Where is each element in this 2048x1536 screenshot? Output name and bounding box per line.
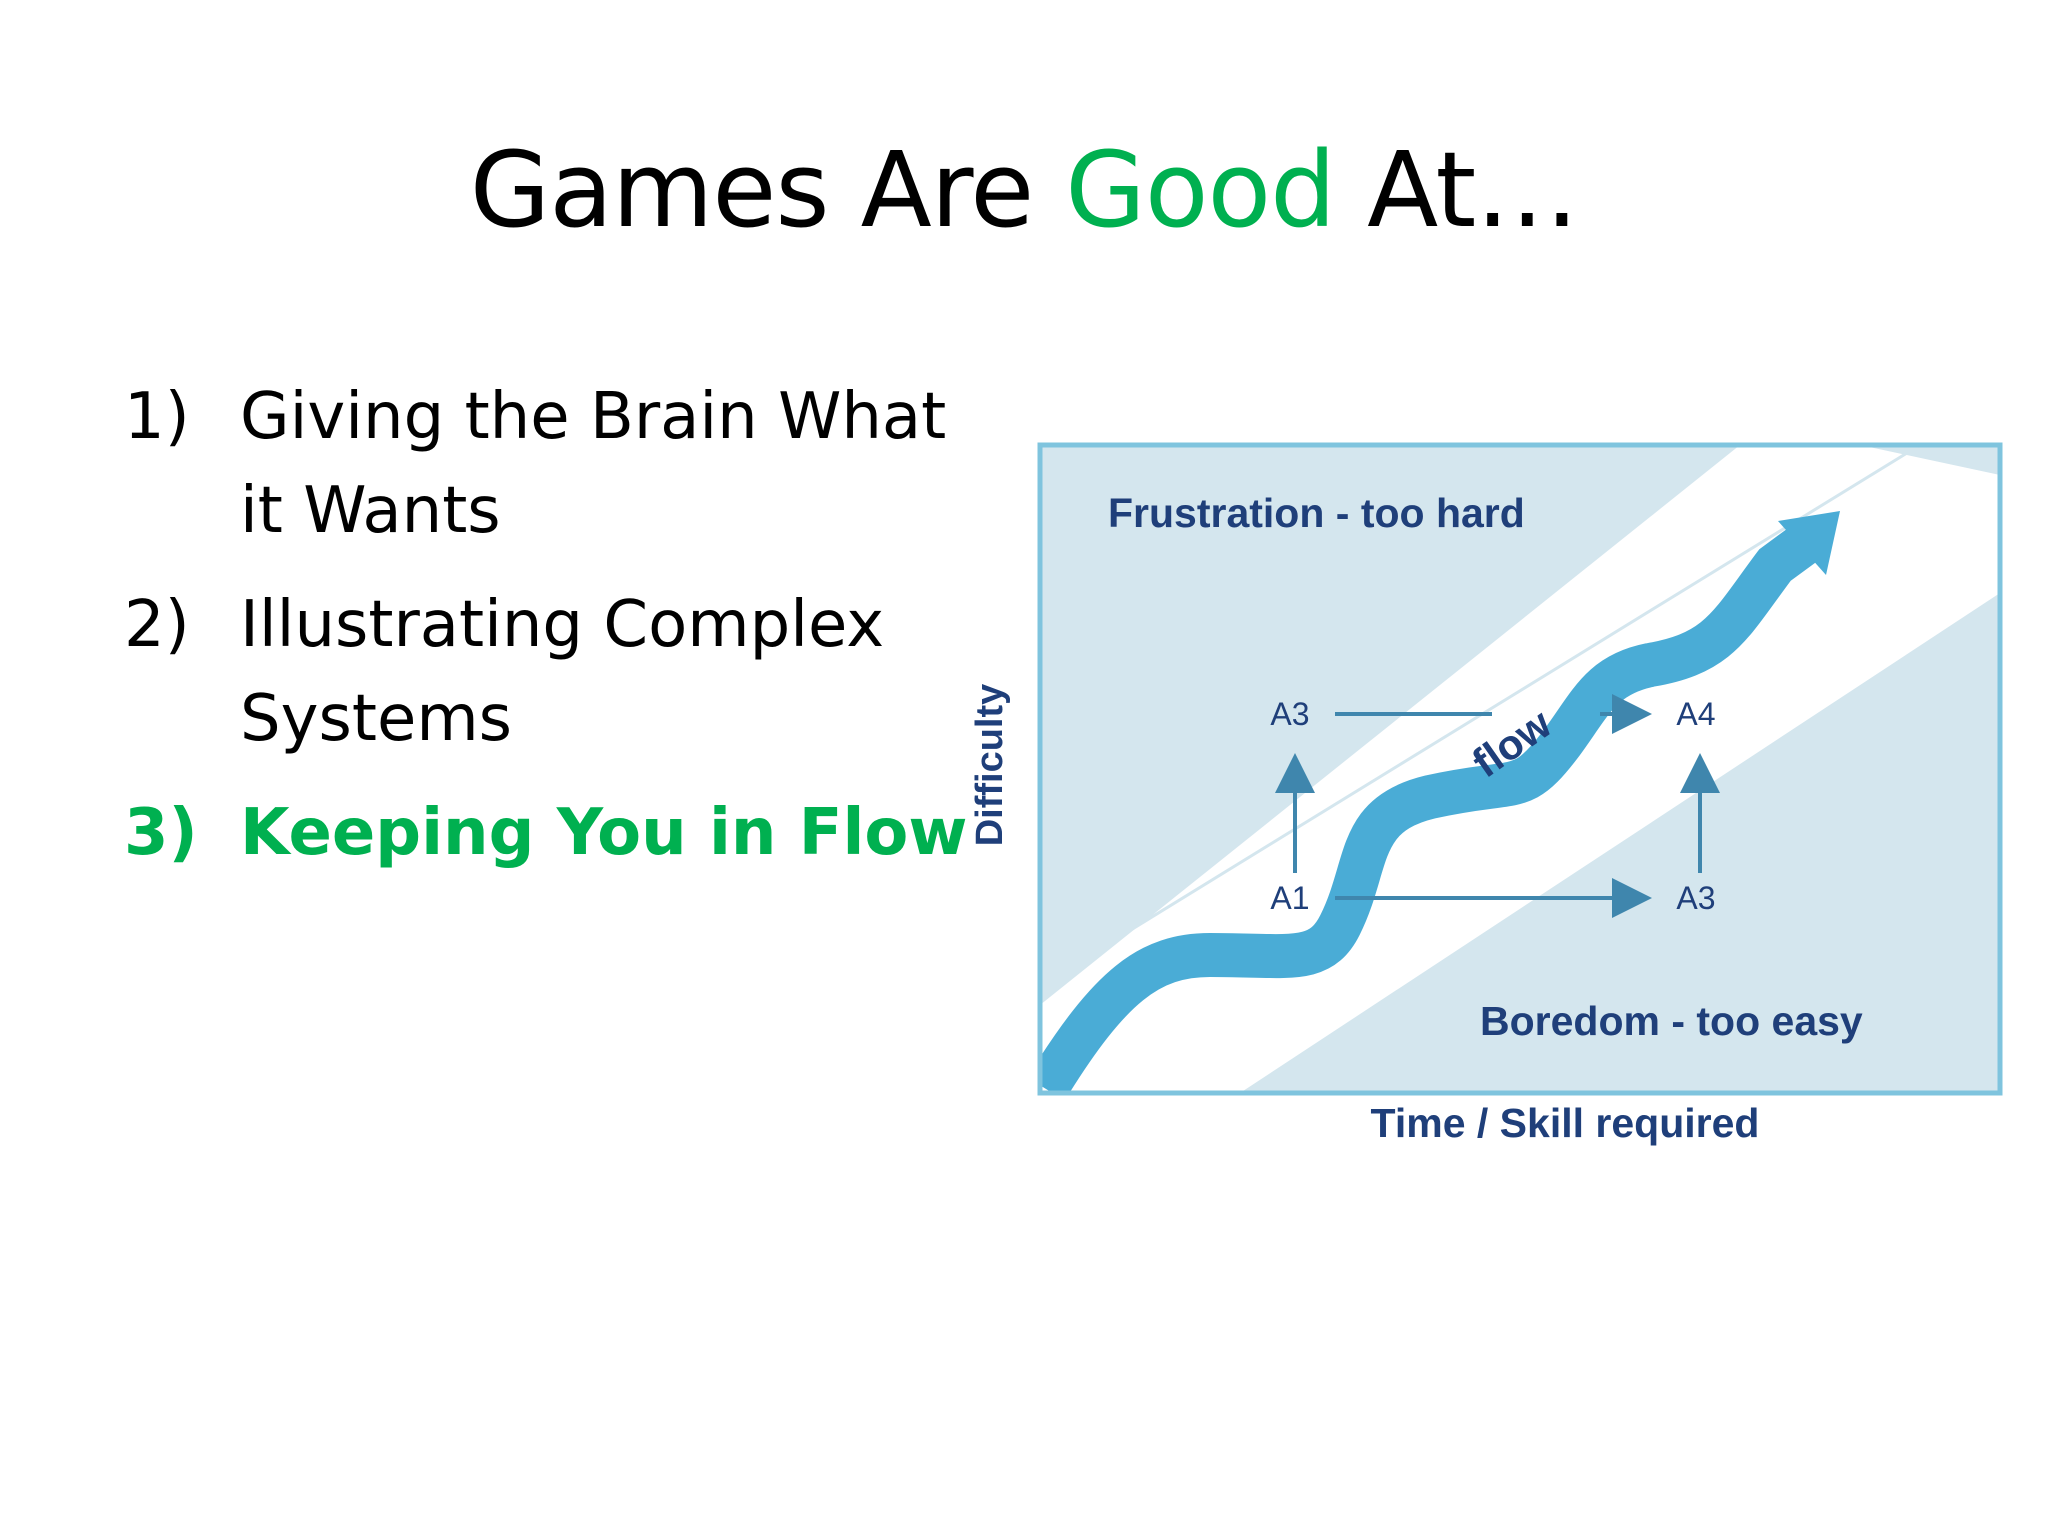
flow-path <box>1040 525 1819 1093</box>
list-item-number: 3) <box>124 796 198 870</box>
zones <box>1040 445 2000 1093</box>
y-axis-label: Difficulty <box>969 684 1011 847</box>
list-item-line: Keeping You in Flow <box>240 796 968 870</box>
frustration-label: Frustration - too hard <box>1108 490 1525 536</box>
flow-arrow-head <box>1778 511 1840 575</box>
list-item-line: Illustrating Complex <box>240 588 885 662</box>
list-item-number: 2) <box>124 588 190 662</box>
flow-diagram: Frustration - too hard Boredom - too eas… <box>960 425 2048 1165</box>
diagram-border <box>1037 442 2003 1096</box>
list-item-3-active: 3) Keeping You in Flow <box>124 786 984 880</box>
list-item-line: Giving the Brain What <box>240 380 947 454</box>
flow-diagram-svg: Frustration - too hard Boredom - too eas… <box>969 442 2003 1146</box>
list-item-2: 2) Illustrating Complex Systems <box>124 578 984 766</box>
list-item-line: it Wants <box>240 474 501 548</box>
node-a3-right: A3 <box>1676 880 1715 916</box>
node-a1: A1 <box>1270 880 1309 916</box>
title-highlight: Good <box>1065 129 1336 251</box>
boredom-label: Boredom - too easy <box>1480 998 1863 1044</box>
x-axis-label: Time / Skill required <box>1371 1100 1760 1146</box>
node-a4: A4 <box>1676 696 1715 732</box>
channel-edge <box>1089 445 1921 957</box>
title-text-end: At… <box>1335 129 1579 251</box>
node-a3-top: A3 <box>1270 696 1309 732</box>
numbered-list: 1) Giving the Brain What it Wants 2) Ill… <box>124 370 984 900</box>
slide-title: Games Are Good At… <box>0 128 2048 253</box>
title-text-start: Games Are <box>469 129 1066 251</box>
list-item-line: Systems <box>240 682 512 756</box>
list-item-1: 1) Giving the Brain What it Wants <box>124 370 984 558</box>
list-item-number: 1) <box>124 380 190 454</box>
